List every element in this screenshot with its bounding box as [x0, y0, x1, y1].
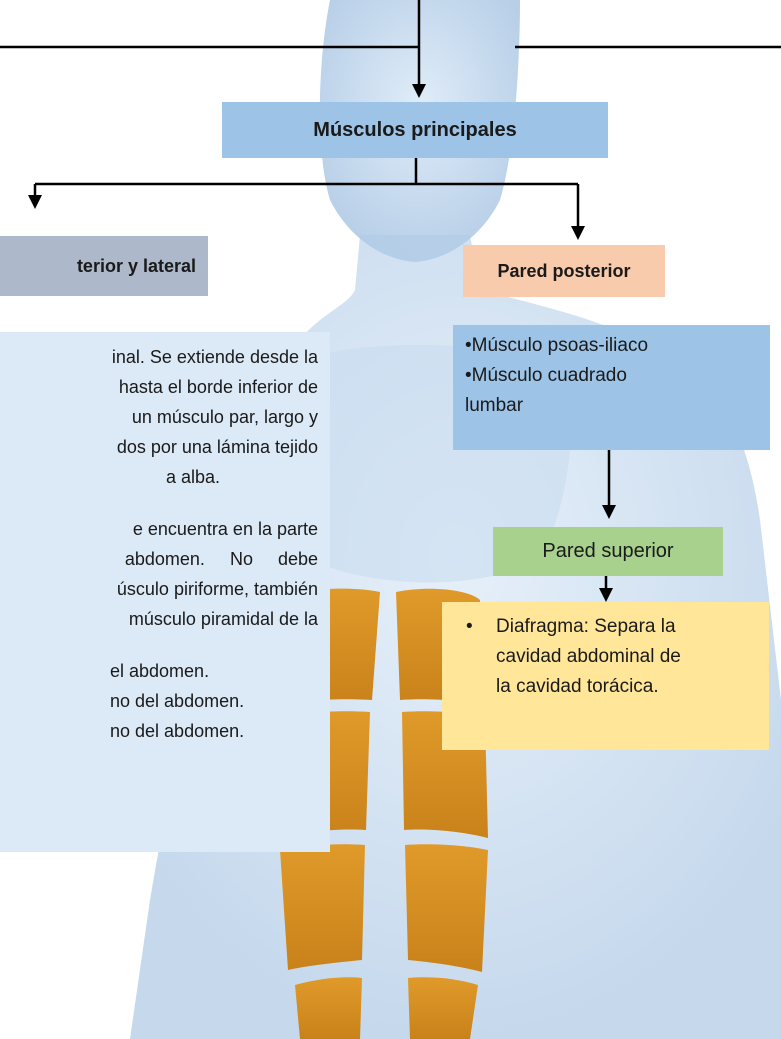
posterior-wall-list: •Músculo psoas-iliaco •Músculo cuadrado … [453, 325, 770, 450]
posterior-item: •Músculo psoas-iliaco [465, 335, 649, 356]
bullet-icon: • [466, 616, 473, 637]
main-title: Músculos principales [313, 118, 517, 141]
posterior-item: lumbar [465, 395, 524, 416]
anterior-line: a alba. [166, 467, 221, 487]
superior-item: la cavidad torácica. [496, 676, 659, 697]
anterior-lateral-title: terior y lateral [76, 255, 196, 276]
anterior-line: dos por una lámina tejido [116, 437, 318, 457]
anterior-line: el abdomen. [110, 661, 210, 681]
superior-wall-title: Pared superior [542, 540, 674, 562]
anterior-line: músculo piramidal de la [128, 609, 318, 629]
anterior-line: abdomen. No debe [124, 549, 318, 569]
main-title-box: Músculos principales [222, 102, 608, 158]
connector-lines [0, 0, 781, 602]
superior-wall-header: Pared superior [493, 527, 723, 576]
anterior-line: e encuentra en la parte [132, 519, 318, 539]
superior-item: cavidad abdominal de [496, 646, 681, 667]
anterior-line: úsculo piriforme, también [116, 579, 318, 599]
anterior-lateral-description: inal. Se extiende desde la hasta el bord… [0, 332, 330, 852]
posterior-wall-title: Pared posterior [497, 260, 631, 281]
anterior-line: hasta el borde inferior de [118, 377, 318, 397]
anterior-lateral-header: terior y lateral [0, 236, 208, 296]
anterior-line: no del abdomen. [110, 721, 245, 741]
posterior-wall-header: Pared posterior [463, 245, 665, 297]
superior-item: Diafragma: Separa la [496, 616, 676, 637]
anterior-line: un músculo par, largo y [131, 407, 318, 427]
anterior-line: inal. Se extiende desde la [111, 347, 318, 367]
anterior-line: no del abdomen. [110, 691, 245, 711]
posterior-item: •Músculo cuadrado [465, 365, 627, 386]
superior-wall-list: • Diafragma: Separa la cavidad abdominal… [442, 602, 769, 750]
